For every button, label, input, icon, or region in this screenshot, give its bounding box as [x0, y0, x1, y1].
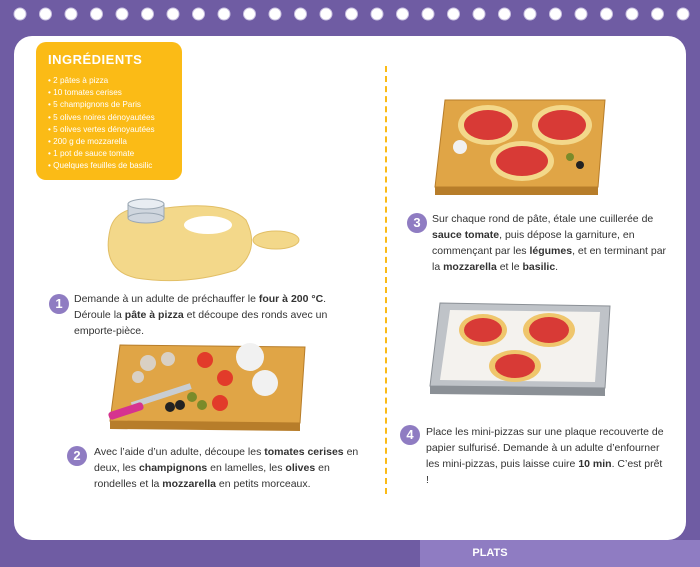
step-1-text: Demande à un adulte de préchauffer le fo… — [74, 291, 364, 339]
binding-ring — [294, 7, 307, 21]
step-text-segment: Demande à un adulte de préchauffer le — [74, 293, 259, 305]
binding-ring — [625, 7, 639, 21]
ingredient-item: 1 pot de sauce tomate — [48, 148, 155, 160]
binding-ring — [396, 7, 409, 21]
binding-ring — [268, 7, 282, 21]
binding-ring — [192, 7, 205, 21]
step-text-segment: . C’est prêt ! — [426, 458, 663, 486]
binding-ring — [370, 7, 384, 21]
binding-ring — [421, 7, 435, 21]
step-text-segment: et découpe des ronds avec un emporte-piè… — [74, 309, 328, 337]
ingredient-item: 5 champignons de Paris — [48, 99, 155, 111]
binding-ring — [345, 7, 358, 21]
step-text-segment: Sur chaque rond de pâte, étale une cuill… — [432, 213, 654, 225]
highlighted-term: olives — [285, 462, 316, 474]
ingredients-title: INGRÉDIENTS — [48, 52, 143, 67]
dough-cutter-illustration — [107, 198, 300, 282]
binding-ring — [13, 7, 27, 21]
binding-ring — [651, 7, 664, 21]
ingredient-item: 5 olives noires dénoyautées — [48, 112, 155, 124]
binding-ring — [574, 7, 588, 21]
pizzas-board-illustration — [434, 99, 606, 195]
binding-ring — [447, 7, 460, 21]
footer-section-tab: PLATS — [420, 540, 700, 567]
step-text-segment: . — [555, 261, 559, 273]
step-text-segment: en petits morceaux. — [216, 478, 311, 490]
highlighted-term: sauce tomate — [432, 229, 500, 241]
highlighted-term: mozzarella — [443, 261, 497, 273]
binding-ring — [166, 7, 180, 21]
step-text-segment: et le — [496, 261, 523, 273]
ingredient-item: 2 pâtes à pizza — [48, 75, 155, 87]
binding-ring — [523, 7, 537, 21]
ingredient-item: 200 g de mozzarella — [48, 136, 155, 148]
step-text-segment: , et en terminant par la — [432, 245, 667, 273]
baking-tray-illustration — [429, 302, 611, 396]
ingredient-item: 5 olives vertes dénoyautées — [48, 124, 155, 136]
highlighted-term: pâte à pizza — [124, 309, 184, 321]
highlighted-term: légumes — [529, 245, 573, 257]
binding-ring — [676, 7, 690, 21]
step-text-segment: Avec l’aide d’un adulte, découpe les — [94, 446, 265, 458]
highlighted-term: tomates cerises — [264, 446, 344, 458]
binding-ring — [90, 7, 103, 21]
ingredient-item: 10 tomates cerises — [48, 87, 155, 99]
binding-ring — [549, 7, 562, 21]
spiral-binding — [13, 7, 690, 21]
step-text-segment: Place les mini-pizzas sur une plaque rec… — [426, 426, 664, 470]
binding-ring — [319, 7, 333, 21]
binding-ring — [39, 7, 52, 21]
binding-ring — [600, 7, 613, 21]
step-2-badge: 2 — [67, 446, 87, 466]
step-3-text: Sur chaque rond de pâte, étale une cuill… — [432, 211, 672, 275]
binding-ring — [141, 7, 154, 21]
binding-ring — [115, 7, 129, 21]
binding-ring — [64, 7, 78, 21]
binding-ring — [472, 7, 486, 21]
binding-ring — [243, 7, 256, 21]
step-text-segment: en deux, les — [94, 446, 359, 474]
step-4-text: Place les mini-pizzas sur une plaque rec… — [426, 424, 666, 488]
binding-ring — [217, 7, 231, 21]
ingredients-list: 2 pâtes à pizza 10 tomates cerises 5 cha… — [48, 75, 155, 173]
step-text-segment: . Déroule la — [74, 293, 327, 321]
highlighted-term: champignons — [138, 462, 208, 474]
step-text-segment: en rondelles et la — [94, 462, 330, 490]
step-1-badge: 1 — [49, 294, 69, 314]
step-text-segment: , puis dépose la garniture, en commençan… — [432, 229, 635, 257]
step-3-badge: 3 — [407, 213, 427, 233]
step-4-badge: 4 — [400, 425, 420, 445]
ingredients-box: INGRÉDIENTS 2 pâtes à pizza 10 tomates c… — [36, 42, 182, 180]
step-text-segment: en lamelles, les — [207, 462, 286, 474]
column-divider — [385, 66, 387, 494]
step-2-text: Avec l’aide d’un adulte, découpe les tom… — [94, 444, 374, 492]
highlighted-term: mozzarella — [162, 478, 216, 490]
highlighted-term: 10 min — [578, 458, 612, 470]
ingredient-item: Quelques feuilles de basilic — [48, 160, 155, 172]
binding-ring — [498, 7, 511, 21]
cutting-board-illustration — [108, 343, 306, 431]
section-label: PLATS — [472, 547, 508, 559]
highlighted-term: four à 200 °C — [258, 293, 324, 305]
highlighted-term: basilic — [522, 261, 556, 273]
